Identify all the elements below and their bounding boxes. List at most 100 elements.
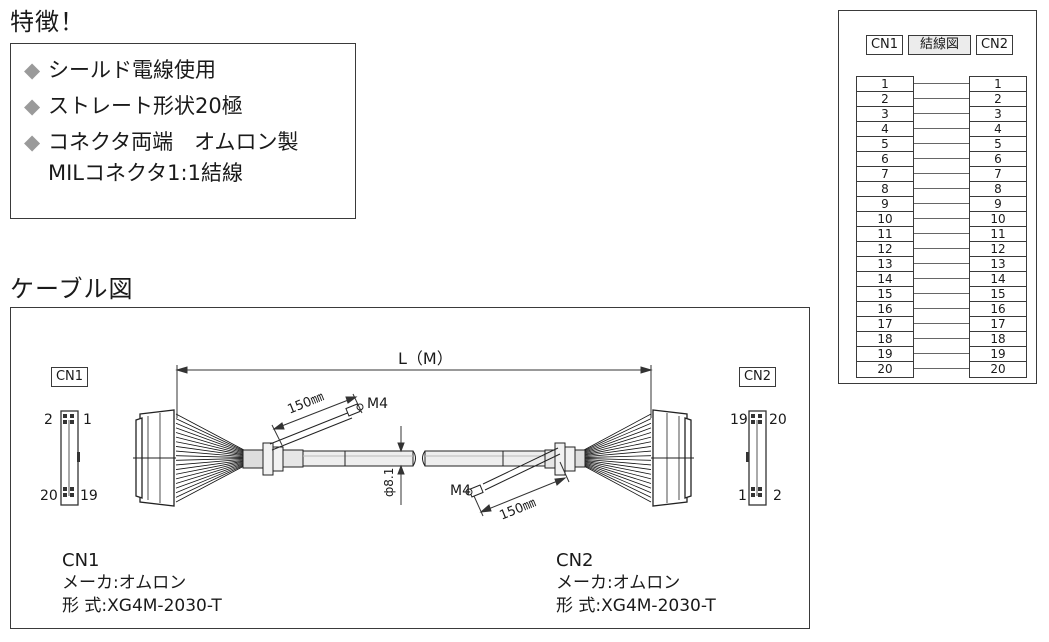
wire	[583, 441, 652, 456]
wiring-cn1-pin: 4	[857, 122, 913, 137]
cn2-pin-bottom-left: 1	[738, 488, 747, 504]
feature-item: ◆シールド電線使用	[24, 58, 216, 82]
cn2-pin-bottom-right: 2	[773, 488, 782, 504]
diamond-bullet-icon: ◆	[24, 130, 41, 154]
screw-label-right: M4	[450, 483, 471, 499]
cn1-wire-fan	[175, 413, 245, 503]
screw-label-left: M4	[367, 396, 388, 412]
wiring-title: 結線図	[908, 35, 971, 55]
wiring-cn2-pin: 15	[970, 287, 1026, 302]
drain-wire-right	[465, 447, 561, 498]
wire	[583, 463, 652, 489]
wiring-cn1-pin: 7	[857, 167, 913, 182]
diameter-label: ф8.1	[382, 467, 396, 497]
wire	[583, 450, 652, 458]
wiring-cn2-pin: 19	[970, 347, 1026, 362]
cn1-pin-top-left: 2	[44, 412, 53, 428]
branch-dimension-right	[473, 461, 570, 517]
wiring-cn2-pin: 10	[970, 212, 1026, 227]
wiring-cn1-pin: 2	[857, 92, 913, 107]
wiring-cn1-pin: 20	[877, 362, 893, 376]
wire	[175, 422, 245, 453]
cn1-cable-sleeve	[242, 442, 304, 476]
cable-diagram-title: ケーブル図	[10, 275, 134, 303]
wiring-cn1-pin: 9	[857, 197, 913, 212]
wiring-cn2-pin: 5	[970, 137, 1026, 152]
wire	[175, 450, 245, 458]
wire	[583, 436, 652, 455]
main-cable	[302, 450, 546, 467]
wiring-cn1-pin: 5	[857, 137, 913, 152]
cn2-cable-sleeve	[544, 442, 586, 476]
wiring-cn1-pin: 19	[857, 347, 913, 362]
wiring-cn1-pin: 6	[857, 152, 913, 167]
cn1-end-view	[60, 410, 80, 506]
wire	[175, 459, 245, 470]
wire	[175, 463, 245, 489]
wiring-cn1-pin: 12	[857, 242, 913, 257]
features-title: 特徴！	[10, 8, 85, 36]
cn2-connector-body	[651, 409, 694, 507]
cn2-spec-model: 形 式:XG4M-2030-T	[556, 596, 716, 616]
wiring-cn2-pin: 1	[970, 77, 1026, 92]
wiring-cn2-pin: 8	[970, 182, 1026, 197]
wiring-cn2-pin: 3	[970, 107, 1026, 122]
wire	[583, 464, 652, 498]
wiring-lines	[914, 83, 970, 369]
wire	[175, 432, 245, 454]
wiring-cn1-pin: 16	[857, 302, 913, 317]
wire	[175, 441, 245, 456]
cn2-end-view	[746, 410, 767, 506]
cn1-spec-model: 形 式:XG4M-2030-T	[62, 596, 222, 616]
cn2-spec-maker: メーカ:オムロン	[556, 573, 681, 593]
wire	[175, 418, 245, 452]
wire	[583, 455, 652, 458]
length-label: L（M）	[398, 349, 453, 368]
wire	[583, 427, 652, 453]
wire	[583, 418, 652, 452]
cn1-spec-name: CN1	[62, 550, 100, 571]
wiring-cn2-label: CN2	[976, 35, 1013, 55]
wiring-cn2-pin: 13	[970, 257, 1026, 272]
wire	[583, 460, 652, 475]
wire	[175, 461, 245, 480]
cn1-pin-bottom-right: 19	[80, 488, 98, 504]
wiring-cn2-pin: 2	[970, 92, 1026, 107]
wire	[175, 458, 245, 461]
wiring-cn1-pin: 3	[857, 107, 913, 122]
wiring-cn1-pin: 1	[857, 77, 913, 92]
wire	[583, 463, 652, 494]
cn1-pin-bottom-left: 20	[40, 488, 58, 504]
drain-wire-left	[269, 403, 364, 451]
wire	[583, 413, 652, 451]
cn2-label: CN2	[739, 367, 776, 387]
cn1-pin-top-right: 1	[83, 412, 92, 428]
cn2-spec-name: CN2	[556, 550, 594, 571]
wire	[175, 460, 245, 475]
features-box	[10, 43, 356, 219]
wiring-cn1-pin: 14	[857, 272, 913, 287]
wire	[583, 432, 652, 454]
cn2-pin-top-left: 19	[730, 412, 748, 428]
wire	[175, 446, 245, 457]
wire	[175, 413, 245, 451]
wiring-cn2-pin: 4	[970, 122, 1026, 137]
wire	[583, 461, 652, 480]
wiring-cn2-pin: 7	[970, 167, 1026, 182]
cn1-label: CN1	[51, 367, 88, 387]
wiring-cn2-pin: 11	[970, 227, 1026, 242]
wire	[175, 427, 245, 453]
cn2-wire-fan	[583, 413, 652, 503]
wiring-cn1-label: CN1	[866, 35, 903, 55]
wire	[175, 463, 245, 494]
wire	[583, 465, 652, 503]
wiring-cn2-pin: 9	[970, 197, 1026, 212]
wiring-cn2-pin: 17	[970, 317, 1026, 332]
wire	[583, 458, 652, 466]
wiring-cn1-pin: 13	[857, 257, 913, 272]
wiring-cn1-pin: 11	[857, 227, 913, 242]
wiring-cn1-pin: 8	[857, 182, 913, 197]
